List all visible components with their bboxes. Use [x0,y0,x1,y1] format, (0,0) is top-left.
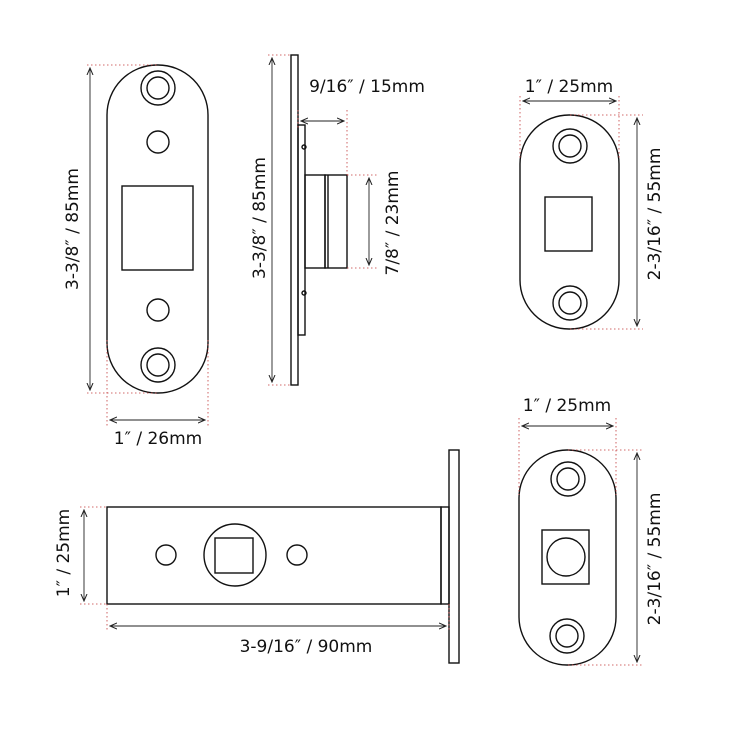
latch-body [106,449,460,664]
latch-height-label: 1″ / 25mm [54,509,74,597]
strike-plate-dimensions [87,64,209,428]
latch-body-dimensions [80,506,450,632]
strike-height-label: 3-3/8″ / 85mm [63,168,83,290]
small-plate-bottom-height-label: 2-3/16″ / 55mm [645,493,665,626]
side-box-height-label: 7/8″ / 23mm [383,171,403,276]
small-plate-top-width-label: 1″ / 25mm [525,77,613,97]
side-view-dimensions [268,54,378,386]
side-height-label: 3-3/8″ / 85mm [250,157,270,279]
small-plate-square-hole [519,114,620,330]
small-plate-round-hole-dimensions [518,418,643,666]
strike-width-label: 1″ / 26mm [114,429,202,449]
small-plate-top-height-label: 2-3/16″ / 55mm [645,148,665,281]
side-projection-label: 9/16″ / 15mm [309,77,425,97]
latch-length-label: 3-9/16″ / 90mm [240,637,373,657]
strike-plate [106,64,209,394]
side-view [290,54,348,386]
small-plate-square-hole-dimensions [519,96,643,330]
small-plate-round-hole [518,449,617,666]
small-plate-bottom-width-label: 1″ / 25mm [523,396,611,416]
